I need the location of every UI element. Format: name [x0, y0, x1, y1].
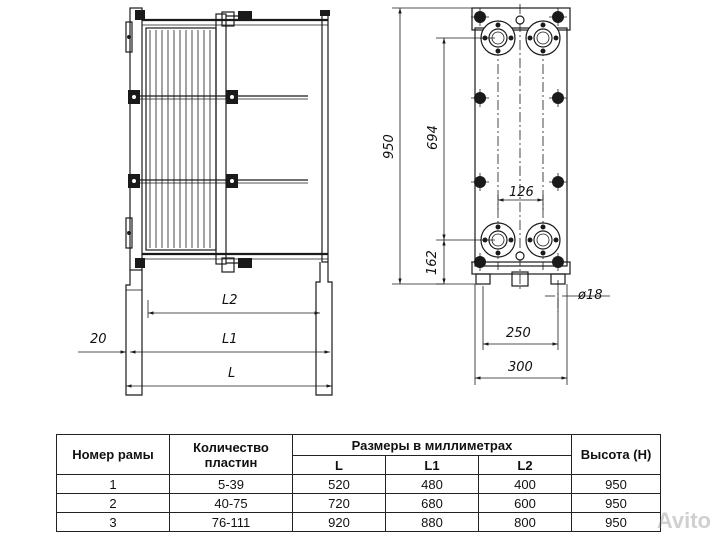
avito-watermark: Avito — [656, 508, 711, 533]
L2-cell: 800 — [478, 512, 572, 532]
L1-cell: 680 — [385, 493, 479, 513]
dim-20-label: 20 — [90, 332, 107, 347]
col-L1-header: L1 — [385, 455, 479, 475]
dim-L2-label: L2 — [222, 293, 238, 308]
dim-300-label: 300 — [508, 360, 533, 375]
col-plates-header: Количество пластин — [169, 434, 293, 475]
table-row: 3 76-111 920 880 800 950 — [56, 512, 661, 532]
frame-cell: 3 — [56, 512, 170, 532]
L2-cell: 600 — [478, 493, 572, 513]
dim-L-label: L — [228, 366, 235, 381]
height-cell: 950 — [571, 512, 661, 532]
L-cell: 720 — [292, 493, 386, 513]
frame-cell: 2 — [56, 493, 170, 513]
table-row: 2 40-75 720 680 600 950 — [56, 493, 661, 513]
col-L-header: L — [292, 455, 386, 475]
front-view: 950 694 162 126 250 300 ø18 — [382, 4, 610, 385]
col-height-header: Высота (H) — [571, 434, 661, 475]
side-view: L2 L1 20 L — [78, 7, 333, 396]
height-cell: 950 — [571, 493, 661, 513]
dim-126-label: 126 — [509, 185, 534, 200]
plates-cell: 5-39 — [169, 474, 293, 494]
L-cell: 920 — [292, 512, 386, 532]
height-cell: 950 — [571, 474, 661, 494]
plates-cell: 40-75 — [169, 493, 293, 513]
dim-950-label: 950 — [382, 134, 397, 159]
col-L2-header: L2 — [478, 455, 572, 475]
L1-cell: 880 — [385, 512, 479, 532]
L-cell: 520 — [292, 474, 386, 494]
dim-L1-label: L1 — [222, 332, 238, 347]
frame-dimensions-table: Номер рамы Количество пластин Размеры в … — [56, 434, 661, 532]
L2-cell: 400 — [478, 474, 572, 494]
dim-694-label: 694 — [426, 125, 441, 150]
dim-250-label: 250 — [506, 326, 531, 341]
dim-d18-label: ø18 — [577, 288, 603, 303]
frame-cell: 1 — [56, 474, 170, 494]
dim-162-label: 162 — [425, 250, 440, 275]
col-frame-header: Номер рамы — [56, 434, 170, 475]
L1-cell: 480 — [385, 474, 479, 494]
col-dims-header: Размеры в миллиметрах — [292, 434, 572, 456]
heat-exchanger-drawing: L2 L1 20 L 950 — [78, 4, 610, 396]
plates-cell: 76-111 — [169, 512, 293, 532]
table-row: 1 5-39 520 480 400 950 — [56, 474, 661, 494]
